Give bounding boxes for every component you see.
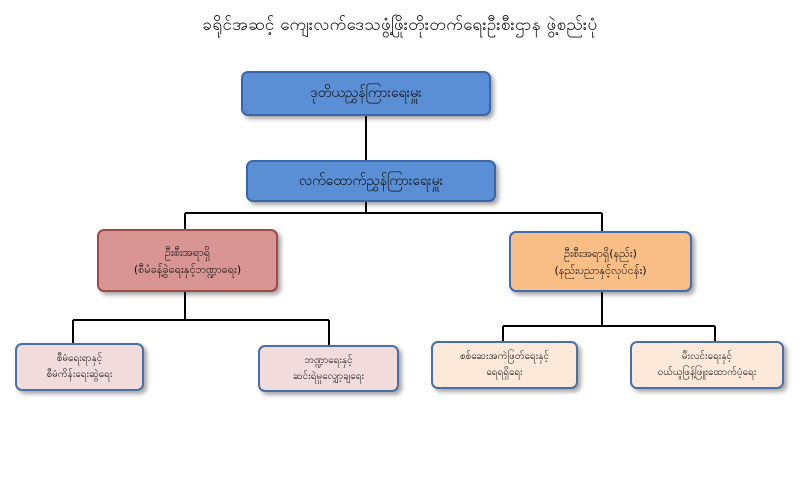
- node-staff-officer-admin: ဦးစီးအရာရှိ (စီမံခန့်ခွဲရေးနှင့်ဘဏ္ဍာရေး…: [97, 229, 278, 292]
- node-staff-officer-tech: ဦးစီးအရာရှိ(နည်း) (နည်းပညာနှင့်လုပ်ငန်း): [509, 231, 692, 292]
- node-sublabel: စီမံကိန်းရေးဆွဲရေး: [46, 369, 113, 380]
- node-deputy-director: ဒုတိယညွှန်ကြားရေးမှူး: [241, 71, 491, 116]
- node-sublabel: ဝယ်ယူဖြန့်ဖြူးထောက်ပံ့ရေး: [657, 367, 757, 378]
- node-sublabel: (နည်းပညာနှင့်လုပ်ငန်း): [554, 263, 647, 277]
- node-label: မီးလင်းရေးနှင့်: [681, 351, 733, 362]
- node-label: ဦးစီးအရာရှိ(နည်း): [564, 246, 637, 260]
- node-assistant-director: လက်ထောက်ညွှန်ကြားရေးမှူး: [246, 160, 496, 202]
- node-label: လက်ထောက်ညွှန်ကြားရေးမှူး: [298, 172, 444, 189]
- node-label: စစ်ဆေးအကဲဖြတ်ရေးနှင့်: [459, 351, 549, 362]
- node-admin-planning-section: စီမံရေးရာနှင့် စီမံကိန်းရေးဆွဲရေး: [15, 343, 144, 391]
- node-finance-poverty-section: ဘဏ္ဍာရေးနှင့် ဆင်းရဲမှုလျှော့ချရေး: [258, 345, 399, 392]
- node-sublabel: (စီမံခန့်ခွဲရေးနှင့်ဘဏ္ဍာရေး): [133, 262, 242, 276]
- node-sublabel: ရေရရှိရေး: [486, 367, 523, 378]
- node-label: ဘဏ္ဍာရေးနှင့်: [304, 354, 353, 366]
- node-label: စီမံရေးရာနှင့်: [56, 353, 103, 364]
- node-sublabel: ဆင်းရဲမှုလျှော့ချရေး: [292, 370, 364, 382]
- node-label: ဒုတိယညွှန်ကြားရေးမှူး: [310, 85, 422, 101]
- page-title: ခရိုင်အဆင့် ကျေးလက်ဒေသဖွံ့ဖြိုးတိုးတက်ရေ…: [202, 15, 598, 35]
- node-label: ဦးစီးအရာရှိ: [164, 245, 211, 259]
- node-electricity-supply-section: မီးလင်းရေးနှင့် ဝယ်ယူဖြန့်ဖြူးထောက်ပံ့ရေ…: [630, 341, 784, 389]
- node-inspection-water-section: စစ်ဆေးအကဲဖြတ်ရေးနှင့် ရေရရှိရေး: [431, 341, 578, 389]
